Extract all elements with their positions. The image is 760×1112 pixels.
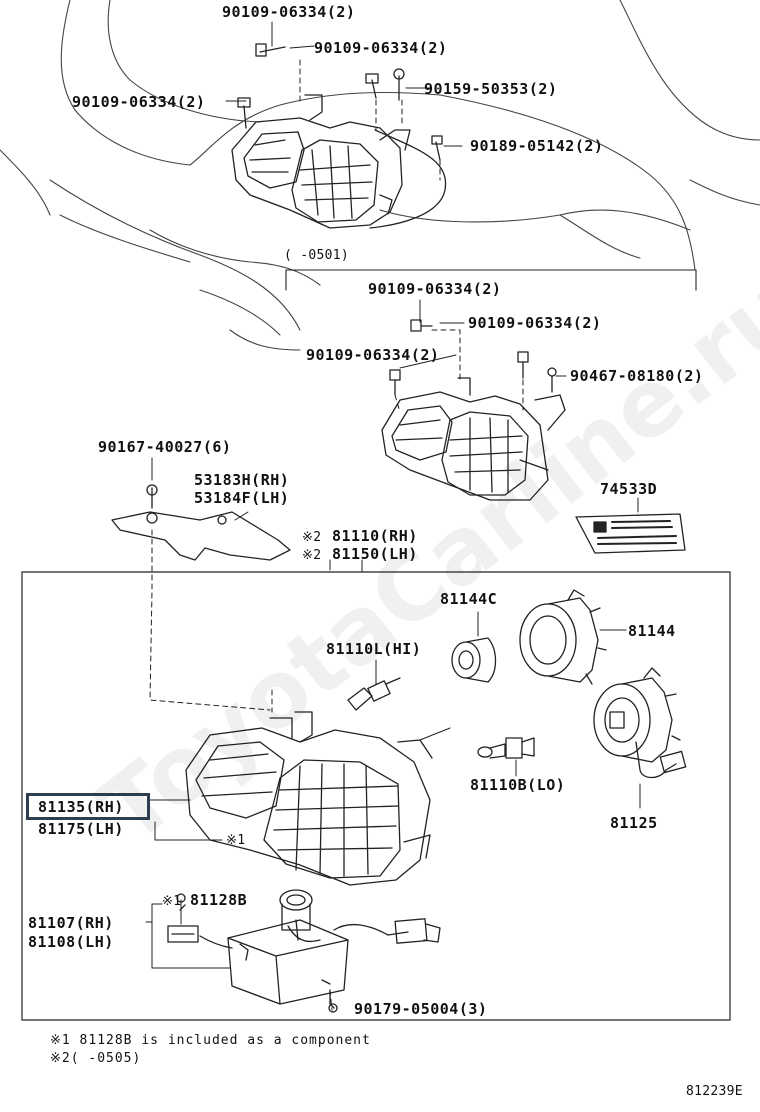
rear-cover-hi (519, 589, 627, 685)
rear-cover-lo (593, 667, 687, 809)
assy-lh-mark: ※2 (302, 548, 322, 563)
part-label-sticker[interactable]: 74533D (600, 480, 658, 498)
part-label-assy-rh[interactable]: 81110(RH) (332, 527, 418, 545)
part-label-bracket-bolt[interactable]: 90167-40027(6) (98, 438, 232, 456)
part-label-top-1[interactable]: 90109-06334(2) (222, 3, 356, 21)
vehicle-body-outline (0, 0, 760, 351)
part-label-unit-lh[interactable]: 81175(LH) (38, 820, 124, 838)
part-label-top-4[interactable]: 90109-06334(2) (72, 93, 206, 111)
headlamp-unit-main (185, 689, 451, 886)
footnote-1: ※1 81128B is included as a component (50, 1033, 371, 1048)
highlight-box (26, 793, 150, 820)
part-label-mid-1[interactable]: 90109-06334(2) (368, 280, 502, 298)
part-label-mid-3[interactable]: 90109-06334(2) (306, 346, 440, 364)
part-label-mid-2[interactable]: 90109-06334(2) (468, 314, 602, 332)
part-label-bracket-rh[interactable]: 53183H(RH) (194, 471, 290, 489)
part-label-cover-lo[interactable]: 81125 (610, 814, 658, 832)
top-fasteners (237, 43, 443, 161)
part-label-bulb-lo[interactable]: 81110B(LO) (470, 776, 566, 794)
diagram-id: 812239E (686, 1084, 743, 1099)
part-label-top-5[interactable]: 90189-05142(2) (470, 137, 604, 155)
part-label-bracket-lh[interactable]: 53184F(LH) (194, 489, 290, 507)
footnote-2: ※2( -0505) (50, 1051, 142, 1066)
part-label-top-2[interactable]: 90109-06334(2) (314, 39, 448, 57)
bulb-cap-hi (451, 611, 497, 683)
unit-mark: ※1 (226, 833, 246, 848)
top-leader-lines (225, 21, 463, 181)
part-label-cover-hi[interactable]: 81144 (628, 622, 676, 640)
mounting-bracket (111, 457, 291, 711)
middle-fasteners (389, 319, 557, 396)
assy-rh-mark: ※2 (302, 530, 322, 545)
headlamp-installed-top (231, 94, 447, 229)
middle-leader-lines (394, 299, 567, 413)
part-label-ballast-rh[interactable]: 81107(RH) (28, 914, 114, 932)
ballast-unit (145, 893, 441, 1013)
warning-label-sticker (575, 497, 686, 554)
range-bracket (285, 269, 697, 291)
part-label-mid-4[interactable]: 90467-08180(2) (570, 367, 704, 385)
part-label-nut[interactable]: 90179-05004(3) (354, 1000, 488, 1018)
part-label-top-3[interactable]: 90159-50353(2) (424, 80, 558, 98)
bulb-hi (347, 659, 401, 711)
part-label-socket[interactable]: 81128B (190, 891, 248, 909)
part-label-bulb-cap-hi[interactable]: 81144C (440, 590, 498, 608)
igniter-socket (279, 889, 313, 941)
part-label-bulb-hi[interactable]: 81110L(HI) (326, 640, 422, 658)
part-label-unit-rh[interactable]: 81135(RH) (38, 798, 124, 816)
bulb-lo (477, 737, 535, 777)
range-label: ( -0501) (284, 248, 350, 263)
part-label-ballast-lh[interactable]: 81108(LH) (28, 933, 114, 951)
part-label-assy-lh[interactable]: 81150(LH) (332, 545, 418, 563)
socket-mark: ※1 (162, 894, 182, 909)
headlamp-early-type (381, 377, 566, 501)
unit-leader-lines (149, 799, 223, 841)
assembly-group-frame (21, 559, 731, 1021)
